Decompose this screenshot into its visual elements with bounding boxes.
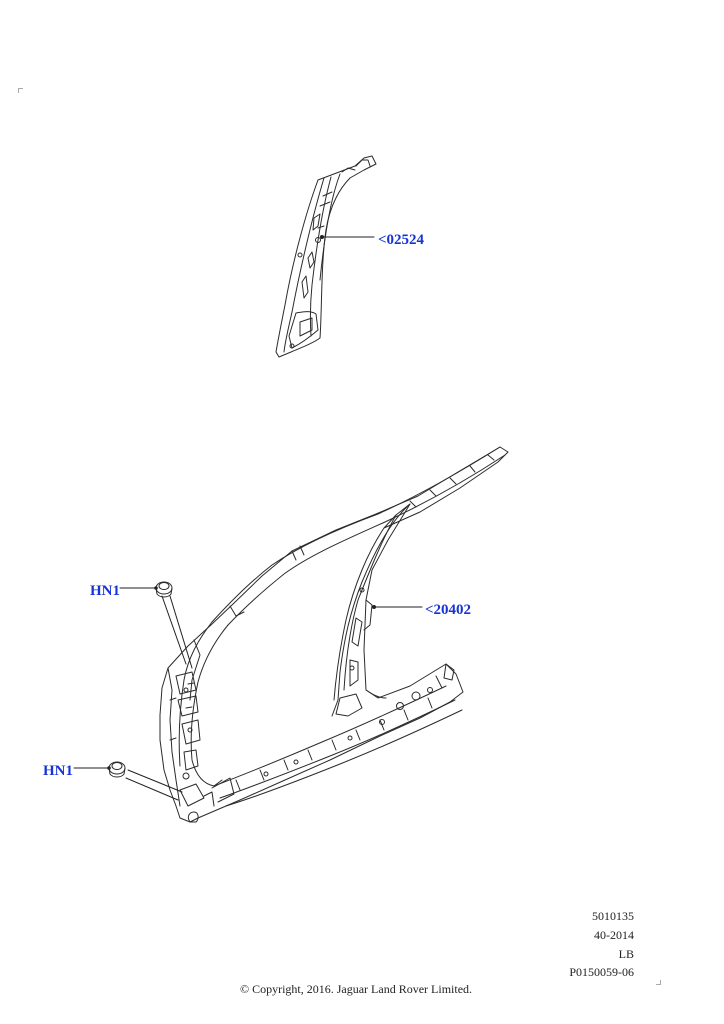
body-side-outer-panel-part[interactable] <box>159 446 509 823</box>
copyright-notice: © Copyright, 2016. Jaguar Land Rover Lim… <box>239 982 473 996</box>
ref-code-line-1: 5010135 <box>592 909 634 923</box>
callout-label-hn1-lower[interactable]: HN1 <box>43 763 73 779</box>
crop-mark-top-left <box>18 88 23 93</box>
ref-code-line-2: 40-2014 <box>594 928 634 942</box>
callout-label-20402[interactable]: <20402 <box>425 602 472 618</box>
b-pillar-reinforcement-part[interactable] <box>275 155 377 358</box>
ref-code-line-3: LB <box>618 947 634 961</box>
crop-mark-bottom-right <box>656 980 661 985</box>
ref-code-line-4: P0150059-06 <box>569 965 634 979</box>
callout-label-02524[interactable]: <02524 <box>378 232 425 248</box>
grommet-lower-part[interactable] <box>108 761 126 778</box>
callout-label-hn1-upper[interactable]: HN1 <box>90 583 120 599</box>
grommet-upper-part[interactable] <box>155 581 173 598</box>
